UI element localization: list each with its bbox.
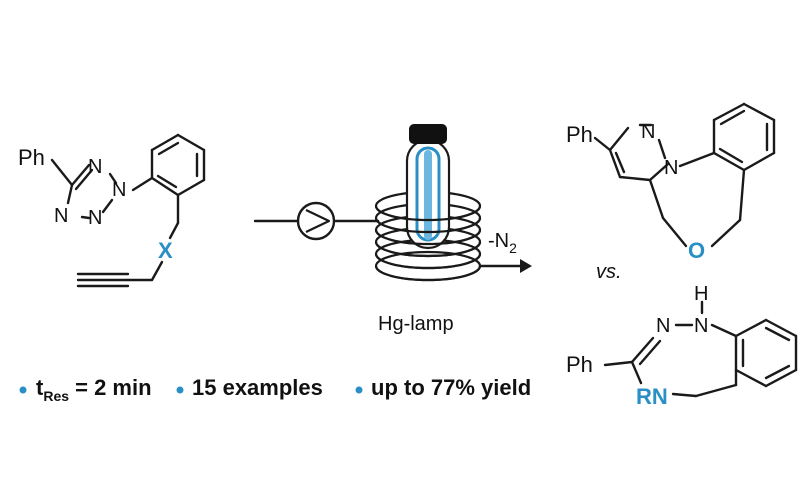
lamp-label: Hg-lamp: [378, 313, 454, 335]
reactant-n1-label: N: [88, 156, 102, 178]
product-top-n2-label: N: [664, 157, 678, 179]
reactant-molecule: Ph N N N N X: [18, 133, 206, 288]
hg-lamp-icon: [405, 124, 451, 250]
outlet-arrowhead-icon: [520, 259, 532, 273]
bullet-icon: [355, 386, 363, 394]
product-bottom-ph-label: Ph: [566, 352, 593, 377]
yield-label: up to 77% yield: [371, 375, 531, 400]
product-bottom-rn-label: RN: [636, 384, 668, 409]
product-bottom-bonds: [603, 300, 798, 398]
product-bottom-h-label: H: [694, 283, 708, 305]
product-diazepine: H N N Ph RN: [566, 283, 798, 409]
bullet-icon: [176, 386, 184, 394]
product-top-bonds: [593, 102, 776, 248]
reactant-n3-label: N: [54, 205, 68, 227]
residence-time-label: tRes = 2 min: [36, 375, 152, 404]
nitrogen-loss-label: -N2: [488, 230, 517, 256]
pump-arrow-icon: [305, 209, 331, 233]
reactant-benzene-bonds: [76, 133, 206, 288]
tetrazole-ring-bonds: [50, 158, 118, 220]
reactant-ph-label: Ph: [18, 145, 45, 170]
product-oxazepine: Ph N N O: [566, 102, 776, 263]
reactant-n2-label: N: [112, 179, 126, 201]
summary-line: tRes = 2 min 15 examples up to 77% yield: [19, 375, 531, 404]
product-top-n1-label: N: [641, 121, 655, 143]
flow-reactor: -N2 Hg-lamp: [253, 124, 532, 335]
bullet-icon: [19, 386, 27, 394]
examples-label: 15 examples: [192, 375, 323, 400]
product-bottom-n2-label: N: [656, 315, 670, 337]
product-top-ph-label: Ph: [566, 122, 593, 147]
product-bottom-n1-label: N: [694, 315, 708, 337]
reactant-n4-label: N: [88, 207, 102, 229]
reactor-coil-front-icon: [374, 205, 482, 282]
versus-label: vs.: [596, 261, 622, 283]
reactant-x-label: X: [158, 238, 173, 263]
product-top-o-label: O: [688, 238, 705, 263]
